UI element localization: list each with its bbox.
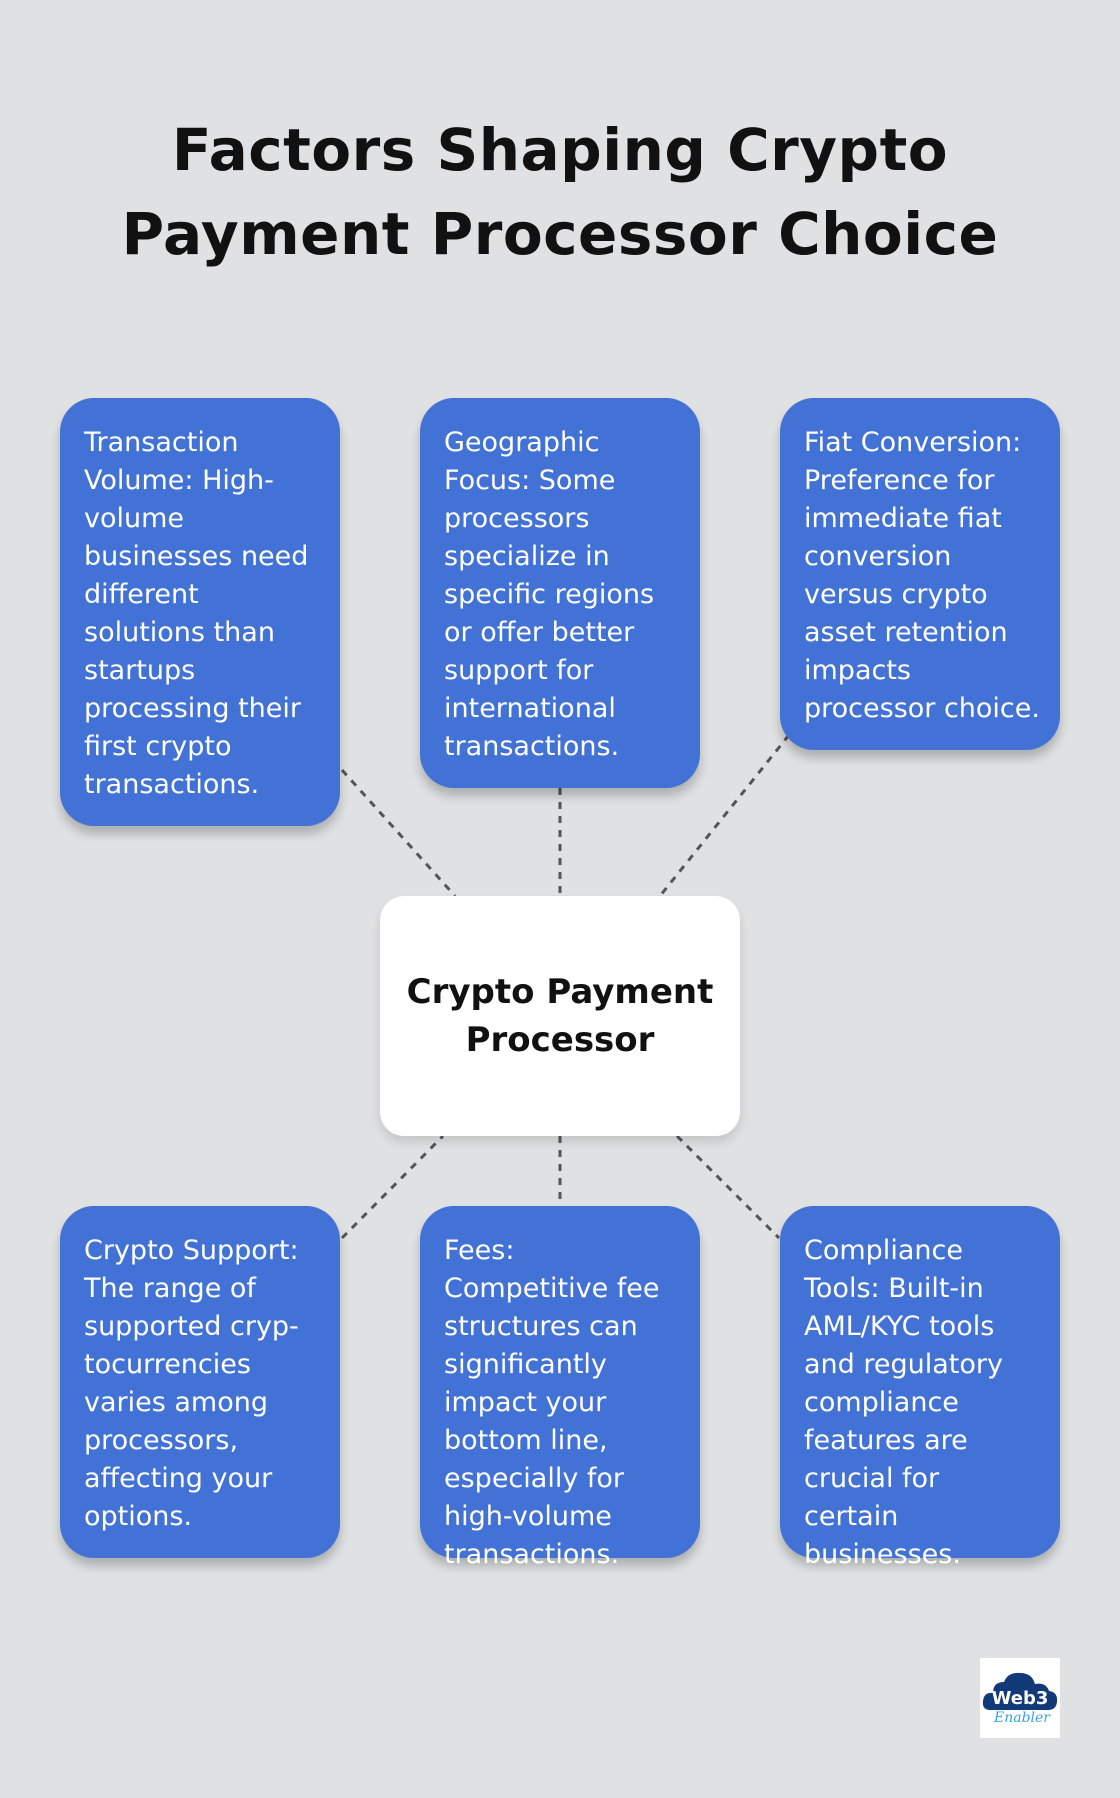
svg-text:Enabler: Enabler	[993, 1710, 1051, 1726]
factor-text: Fees: Competitive fee structures can sig…	[444, 1235, 660, 1570]
factor-text: Transaction Volume: High-volume business…	[84, 427, 309, 800]
factor-text: Crypto Support: The range of supported c…	[84, 1235, 299, 1532]
connector-compliance-tools	[675, 1134, 781, 1240]
connector-transaction-volume	[340, 768, 457, 898]
title-line-2: Payment Processor Choice	[121, 200, 999, 268]
cloud-logo-icon: Web3 Enabler	[982, 1672, 1058, 1726]
factor-card-geographic-focus: Geographic Focus: Some processors specia…	[420, 398, 700, 788]
web3-enabler-logo: Web3 Enabler	[980, 1658, 1060, 1738]
factor-text: Fiat Conversion: Preference for immediat…	[804, 427, 1040, 724]
factor-text: Geographic Focus: Some processors specia…	[444, 427, 655, 762]
factor-text: Compliance Tools: Built-in AML/KYC tools…	[804, 1235, 1003, 1570]
title-line-1: Factors Shaping Crypto	[171, 116, 949, 184]
page-title: Factors Shaping Crypto Payment Processor…	[0, 108, 1120, 276]
connector-crypto-support	[340, 1134, 445, 1240]
factor-card-fiat-conversion: Fiat Conversion: Preference for immediat…	[780, 398, 1060, 750]
svg-text:Web3: Web3	[992, 1688, 1049, 1709]
center-label-line-2: Processor	[465, 1020, 655, 1060]
factor-card-transaction-volume: Transaction Volume: High-volume business…	[60, 398, 340, 826]
center-label-line-1: Crypto Payment	[406, 972, 714, 1012]
factor-card-compliance-tools: Compliance Tools: Built-in AML/KYC tools…	[780, 1206, 1060, 1570]
factor-card-fees: Fees: Competitive fee structures can sig…	[420, 1206, 700, 1570]
center-node: Crypto Payment Processor	[380, 896, 740, 1136]
factor-card-crypto-support: Crypto Support: The range of supported c…	[60, 1206, 340, 1558]
connector-fiat-conversion	[658, 734, 791, 897]
